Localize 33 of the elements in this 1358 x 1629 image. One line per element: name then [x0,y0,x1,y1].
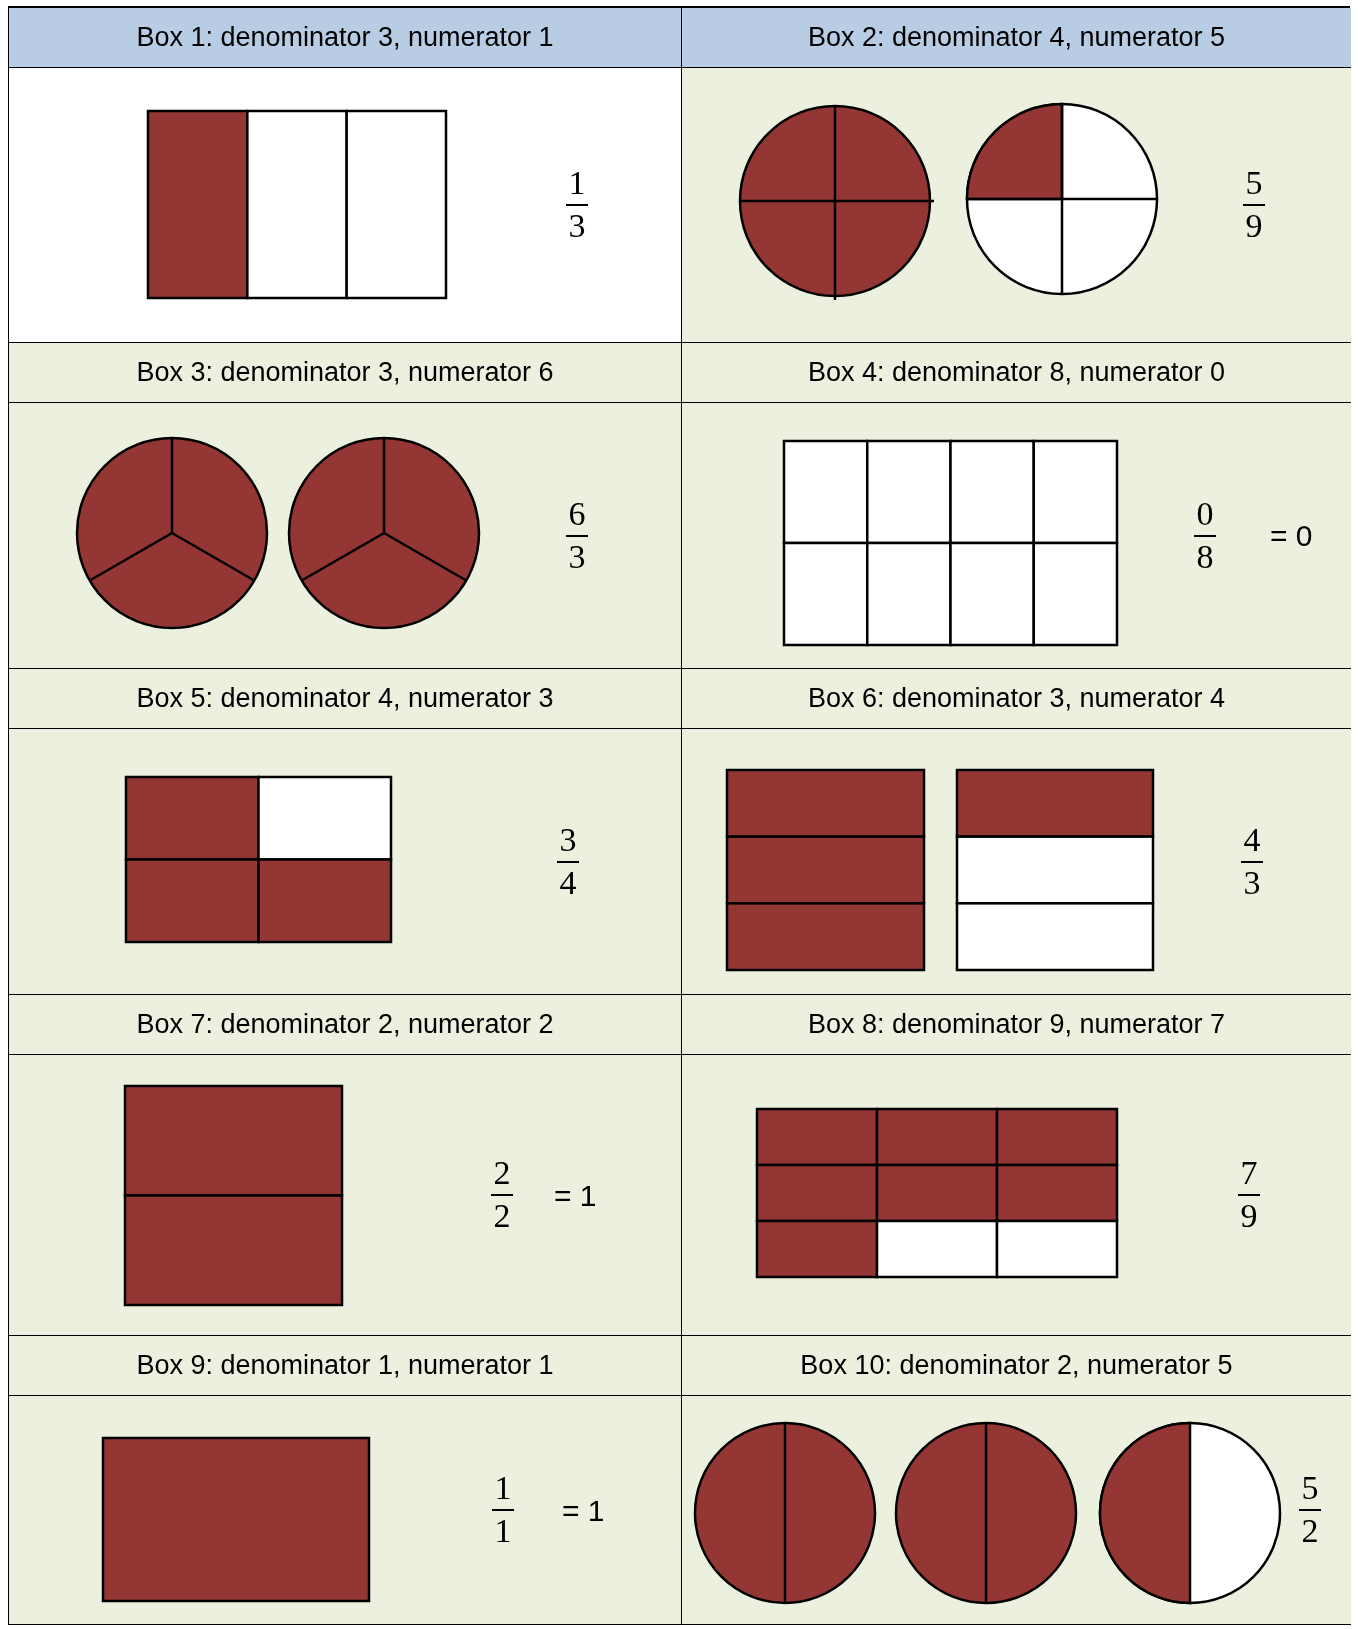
fraction-denominator: 9 [1240,1196,1258,1236]
equation-result: = 1 [562,1492,605,1529]
fraction-numerator: 4 [1243,819,1261,860]
fraction-numerator: 5 [1301,1468,1319,1509]
fraction-numerator: 2 [493,1153,511,1194]
fraction-numerator: 7 [1240,1153,1258,1194]
fraction-denominator: 3 [568,206,586,246]
fraction-denominator: 2 [493,1196,511,1236]
fraction-numerator: 0 [1196,493,1214,534]
fraction-numerator: 1 [494,1468,512,1509]
header-cell: Box 5: denominator 4, numerator 3 [9,669,681,729]
fraction-numerator: 5 [1245,163,1263,204]
fraction-denominator: 4 [559,862,577,903]
header-cell: Box 3: denominator 3, numerator 6 [9,343,681,403]
fraction-denominator: 1 [494,1511,512,1551]
header-cell: Box 1: denominator 3, numerator 1 [9,8,681,68]
header-cell: Box 7: denominator 2, numerator 2 [9,995,681,1055]
fraction-numerator: 3 [559,819,577,860]
fraction-numerator: 6 [568,493,586,534]
header-cell: Box 6: denominator 3, numerator 4 [681,669,1351,729]
fraction-denominator: 3 [568,536,586,577]
header-cell: Box 2: denominator 4, numerator 5 [681,8,1351,68]
header-cell: Box 9: denominator 1, numerator 1 [9,1336,681,1396]
header-cell: Box 8: denominator 9, numerator 7 [681,995,1351,1055]
fraction-denominator: 8 [1196,536,1214,577]
fraction-denominator: 3 [1243,862,1261,903]
fraction-denominator: 2 [1301,1511,1319,1551]
equation-result: = 0 [1270,518,1313,554]
fraction-numerator: 1 [568,163,586,204]
equation-result: = 1 [554,1177,597,1214]
header-cell: Box 4: denominator 8, numerator 0 [681,343,1351,403]
fraction-denominator: 9 [1245,206,1263,246]
header-cell: Box 10: denominator 2, numerator 5 [681,1336,1351,1396]
